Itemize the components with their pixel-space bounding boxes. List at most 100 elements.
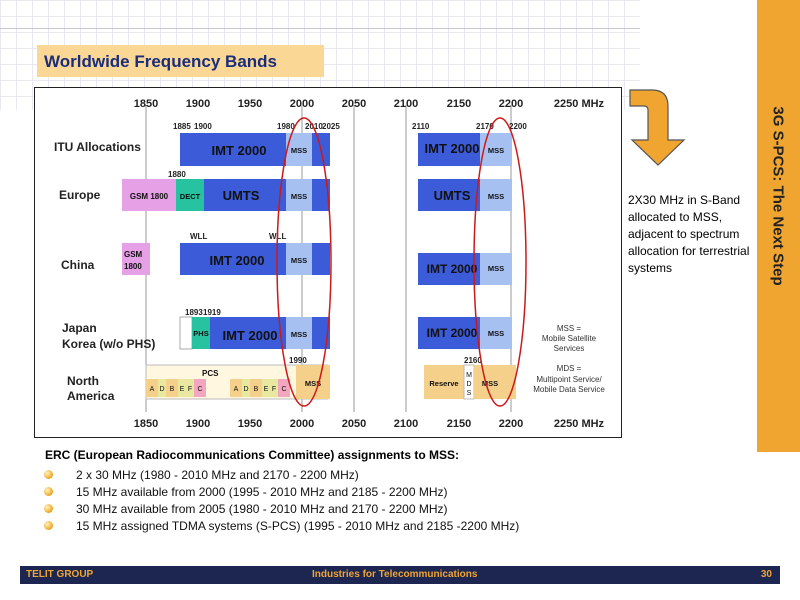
dect-band — [176, 179, 204, 211]
band-label: DECT — [180, 192, 201, 201]
band-label: MSS — [488, 264, 504, 273]
down-arrow-icon — [629, 89, 686, 166]
pcs-block — [242, 379, 250, 397]
bullet-icon — [44, 487, 53, 496]
slide-title: Worldwide Frequency Bands — [44, 52, 278, 71]
freq-label: 1893 — [185, 308, 203, 317]
legend-line: MDS = — [557, 364, 582, 373]
band-label: Reserve — [429, 379, 458, 388]
europe-mss-right — [480, 179, 512, 211]
legend-line: Mobile Data Service — [533, 385, 605, 394]
band-label: GSM — [124, 250, 143, 259]
pcs-letter: C — [197, 386, 202, 393]
row-labels: ITU Allocations Europe China Japan Korea… — [54, 140, 155, 403]
footer-company: TELIT GROUP — [26, 569, 94, 580]
band-label: MSS — [488, 329, 504, 338]
band-label: MSS — [291, 192, 307, 201]
mds-letter: M — [466, 372, 472, 379]
mss-note: 2X30 MHz in S-Band allocated to MSS, adj… — [628, 193, 750, 275]
bullet-text: 15 MHz assigned TDMA systems (S-PCS) (19… — [76, 519, 520, 533]
tick-label: 2050 — [342, 98, 366, 110]
pcs-block — [158, 379, 166, 397]
pcs-block — [146, 379, 158, 397]
band-label: PHS — [193, 329, 208, 338]
pcs-letter: F — [188, 386, 192, 393]
footer-bar: TELIT GROUP Industries for Telecommunica… — [20, 566, 780, 584]
pcs-block — [278, 379, 290, 397]
freq-label: 1880 — [168, 170, 186, 179]
freq-label: 1885 — [173, 122, 191, 131]
japan-korea-row: PHS IMT 2000 MSS IMT 2000 MSS — [179, 316, 512, 350]
itu-mss-right — [480, 133, 512, 166]
pcs-letter: E — [264, 386, 269, 393]
na-mss-left — [296, 365, 330, 399]
freq-label: 2170 — [476, 122, 494, 131]
pcs-letter: B — [170, 386, 175, 393]
china-band-2010 — [312, 243, 330, 275]
footer-tagline: Industries for Telecommunications — [312, 569, 478, 580]
europe-umts-upper — [418, 179, 480, 211]
pcs-block — [270, 379, 278, 397]
band-label: MSS — [488, 146, 504, 155]
list-item: 30 MHz available from 2005 (1980 - 2010 … — [44, 501, 519, 518]
mds-letter: D — [466, 381, 471, 388]
row-label-japan: Japan — [62, 321, 97, 335]
pcs-block — [186, 379, 194, 397]
europe-mss-left — [286, 179, 312, 211]
europe-band-2010 — [312, 179, 330, 211]
freq-label: 1919 — [203, 308, 221, 317]
mss-highlight-left — [276, 117, 332, 407]
freq-labels: 1885 1900 1980 2010 2025 2110 2170 2200 … — [168, 122, 527, 365]
itu-imt2000-upper — [418, 133, 480, 166]
band-label: IMT 2000 — [425, 141, 480, 156]
wll-label: WLL — [190, 232, 207, 241]
itu-row: IMT 2000 MSS IMT 2000 MSS — [180, 133, 512, 166]
tick-label: 2250 MHz — [554, 418, 605, 430]
tick-label: 2100 — [394, 98, 418, 110]
europe-umts-band — [204, 179, 286, 211]
band-label: IMT 2000 — [210, 253, 265, 268]
pcs-letter: D — [159, 386, 164, 393]
title-banner: Worldwide Frequency Bands — [37, 45, 324, 77]
japan-mss-right — [480, 317, 512, 349]
tick-label: 1900 — [186, 418, 210, 430]
row-label-korea: Korea (w/o PHS) — [62, 337, 155, 351]
band-label: IMT 2000 — [427, 262, 478, 276]
list-item: 15 MHz available from 2000 (1995 - 2010 … — [44, 484, 519, 501]
na-mss-right — [474, 365, 516, 399]
band-label: MSS — [482, 379, 498, 388]
pcs-letter: C — [281, 386, 286, 393]
reserve-band — [424, 365, 464, 399]
mds-letter: S — [467, 390, 472, 397]
freq-label: 1990 — [289, 356, 307, 365]
row-label-america: America — [67, 389, 115, 403]
band-label: MSS — [291, 330, 307, 339]
tick-label: 2050 — [342, 418, 366, 430]
tick-label: 2250 MHz — [554, 98, 605, 110]
side-title-strip: 3G S-PCS: The Next Step — [757, 0, 800, 452]
pcs-block — [178, 379, 186, 397]
side-title: 3G S-PCS: The Next Step — [769, 106, 787, 286]
china-mss-right — [480, 253, 512, 285]
bullet-icon — [44, 521, 53, 530]
band-label: MSS — [291, 146, 307, 155]
band-label: MSS — [488, 192, 504, 201]
band-label: MSS — [305, 379, 321, 388]
tick-label: 1850 — [134, 98, 158, 110]
tick-label: 2200 — [499, 98, 523, 110]
axis-top: 1850 1900 1950 2000 2050 2100 2150 2200 … — [134, 98, 605, 110]
gsm1800-band — [122, 179, 176, 211]
band-label: IMT 2000 — [427, 326, 478, 340]
tick-label: 2150 — [447, 418, 471, 430]
band-label: UMTS — [223, 188, 260, 203]
list-item: 2 x 30 MHz (1980 - 2010 MHz and 2170 - 2… — [44, 467, 519, 484]
legend-line: Mobile Satellite — [542, 334, 597, 343]
tick-label: 2000 — [290, 418, 314, 430]
bullet-text: 15 MHz available from 2000 (1995 - 2010 … — [76, 485, 448, 499]
row-label-itu: ITU Allocations — [54, 140, 141, 154]
bullet-icon — [44, 504, 53, 513]
legend: MSS = Mobile Satellite Services MDS = Mu… — [533, 324, 605, 394]
japan-imt2000-upper — [418, 317, 480, 349]
pcs-block — [194, 379, 206, 397]
japan-band-2010 — [312, 317, 330, 349]
